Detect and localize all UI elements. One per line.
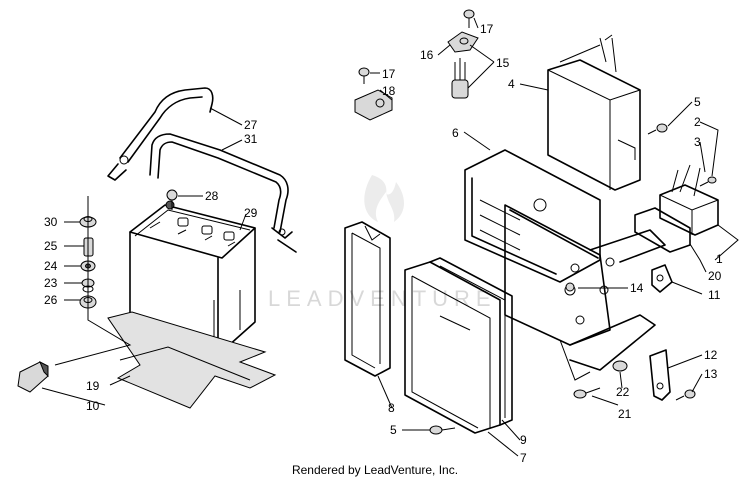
callout-27: 27 bbox=[244, 118, 258, 132]
callout-19: 19 bbox=[86, 379, 100, 393]
callout-1: 1 bbox=[716, 252, 723, 266]
callout-2: 2 bbox=[694, 115, 701, 129]
part-8-cover[interactable] bbox=[344, 221, 391, 377]
callout-7: 7 bbox=[520, 451, 527, 465]
callout-18: 18 bbox=[382, 84, 396, 98]
part-6-electrical-box[interactable] bbox=[464, 149, 666, 381]
part-5-screw-top[interactable] bbox=[647, 123, 668, 135]
part-22-washer[interactable] bbox=[612, 360, 628, 372]
callout-11: 11 bbox=[708, 288, 721, 302]
callout-17-left: 17 bbox=[382, 67, 396, 81]
part-4-module[interactable] bbox=[547, 34, 641, 191]
part-20-bracket[interactable] bbox=[634, 207, 691, 253]
callout-25: 25 bbox=[44, 239, 58, 253]
part-18-clamp[interactable] bbox=[354, 89, 393, 121]
leader-lines bbox=[41, 17, 739, 457]
part-28-bolt[interactable] bbox=[166, 189, 178, 210]
part-16-bracket[interactable] bbox=[447, 31, 479, 53]
callout-4: 4 bbox=[508, 77, 515, 91]
watermark: LEADVENTURE bbox=[268, 175, 497, 311]
callout-13: 13 bbox=[704, 367, 718, 381]
part-3-screw[interactable] bbox=[699, 176, 717, 187]
callout-labels: 27 31 28 29 30 25 24 23 26 19 10 17 18 1… bbox=[44, 22, 723, 465]
part-27-strap[interactable] bbox=[107, 87, 214, 181]
callout-6: 6 bbox=[452, 126, 459, 140]
callout-5-top: 5 bbox=[694, 95, 701, 109]
callout-5-bottom: 5 bbox=[390, 423, 397, 437]
part-19-pad[interactable] bbox=[107, 311, 277, 409]
callout-22: 22 bbox=[616, 385, 630, 399]
part-9-gasket[interactable] bbox=[429, 257, 513, 426]
callout-12: 12 bbox=[704, 348, 718, 362]
callout-28: 28 bbox=[205, 189, 219, 203]
callout-9: 9 bbox=[520, 433, 527, 447]
part-14-screw[interactable] bbox=[565, 282, 575, 292]
part-11-clip[interactable] bbox=[651, 264, 673, 293]
callout-15: 15 bbox=[496, 56, 510, 70]
part-10-terminal-cover[interactable] bbox=[17, 360, 49, 393]
battery-cable bbox=[54, 196, 132, 366]
callout-14: 14 bbox=[630, 281, 644, 295]
callout-30: 30 bbox=[44, 215, 58, 229]
callout-8: 8 bbox=[388, 401, 395, 415]
part-17-screw-top[interactable] bbox=[463, 9, 475, 28]
part-31-bracket[interactable] bbox=[149, 133, 297, 253]
callout-16: 16 bbox=[420, 48, 434, 62]
callout-21: 21 bbox=[618, 407, 632, 421]
callout-10: 10 bbox=[86, 399, 100, 413]
part-15-connector[interactable] bbox=[451, 58, 469, 99]
part-17-screw-left[interactable] bbox=[358, 67, 370, 84]
callout-20: 20 bbox=[708, 269, 722, 283]
callout-17-top: 17 bbox=[480, 22, 494, 36]
part-5-screw-bottom[interactable] bbox=[429, 425, 456, 435]
callout-29: 29 bbox=[244, 206, 258, 220]
callout-23: 23 bbox=[44, 276, 58, 290]
callout-3: 3 bbox=[694, 135, 701, 149]
callout-24: 24 bbox=[44, 259, 58, 273]
footer-credit: Rendered by LeadVenture, Inc. bbox=[291, 463, 459, 477]
part-12-clip[interactable] bbox=[649, 349, 671, 401]
callout-31: 31 bbox=[244, 132, 258, 146]
part-1-regulator[interactable] bbox=[659, 164, 719, 236]
part-21-screw[interactable] bbox=[573, 387, 601, 399]
callout-26: 26 bbox=[44, 293, 58, 307]
watermark-text: LEADVENTURE bbox=[268, 286, 497, 311]
